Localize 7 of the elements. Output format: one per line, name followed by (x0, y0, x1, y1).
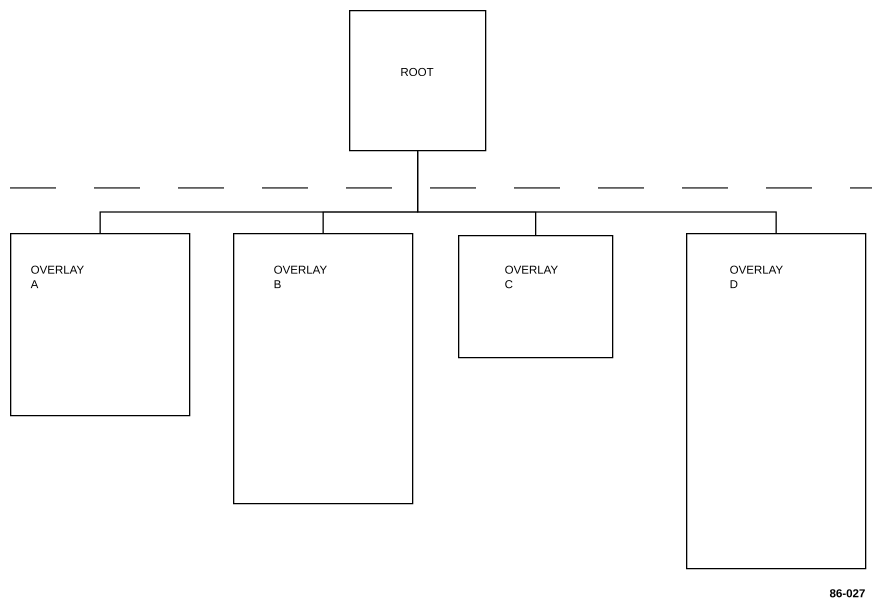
overlay-box: OVERLAY A (10, 232, 190, 416)
figure-number: 86-027 (830, 589, 865, 598)
root-box: ROOT (349, 10, 486, 152)
overlay-box: OVERLAY B (233, 232, 414, 504)
connector-line (417, 151, 777, 233)
overlay-box: OVERLAY D (686, 232, 866, 570)
overlay-box: OVERLAY C (458, 234, 614, 358)
